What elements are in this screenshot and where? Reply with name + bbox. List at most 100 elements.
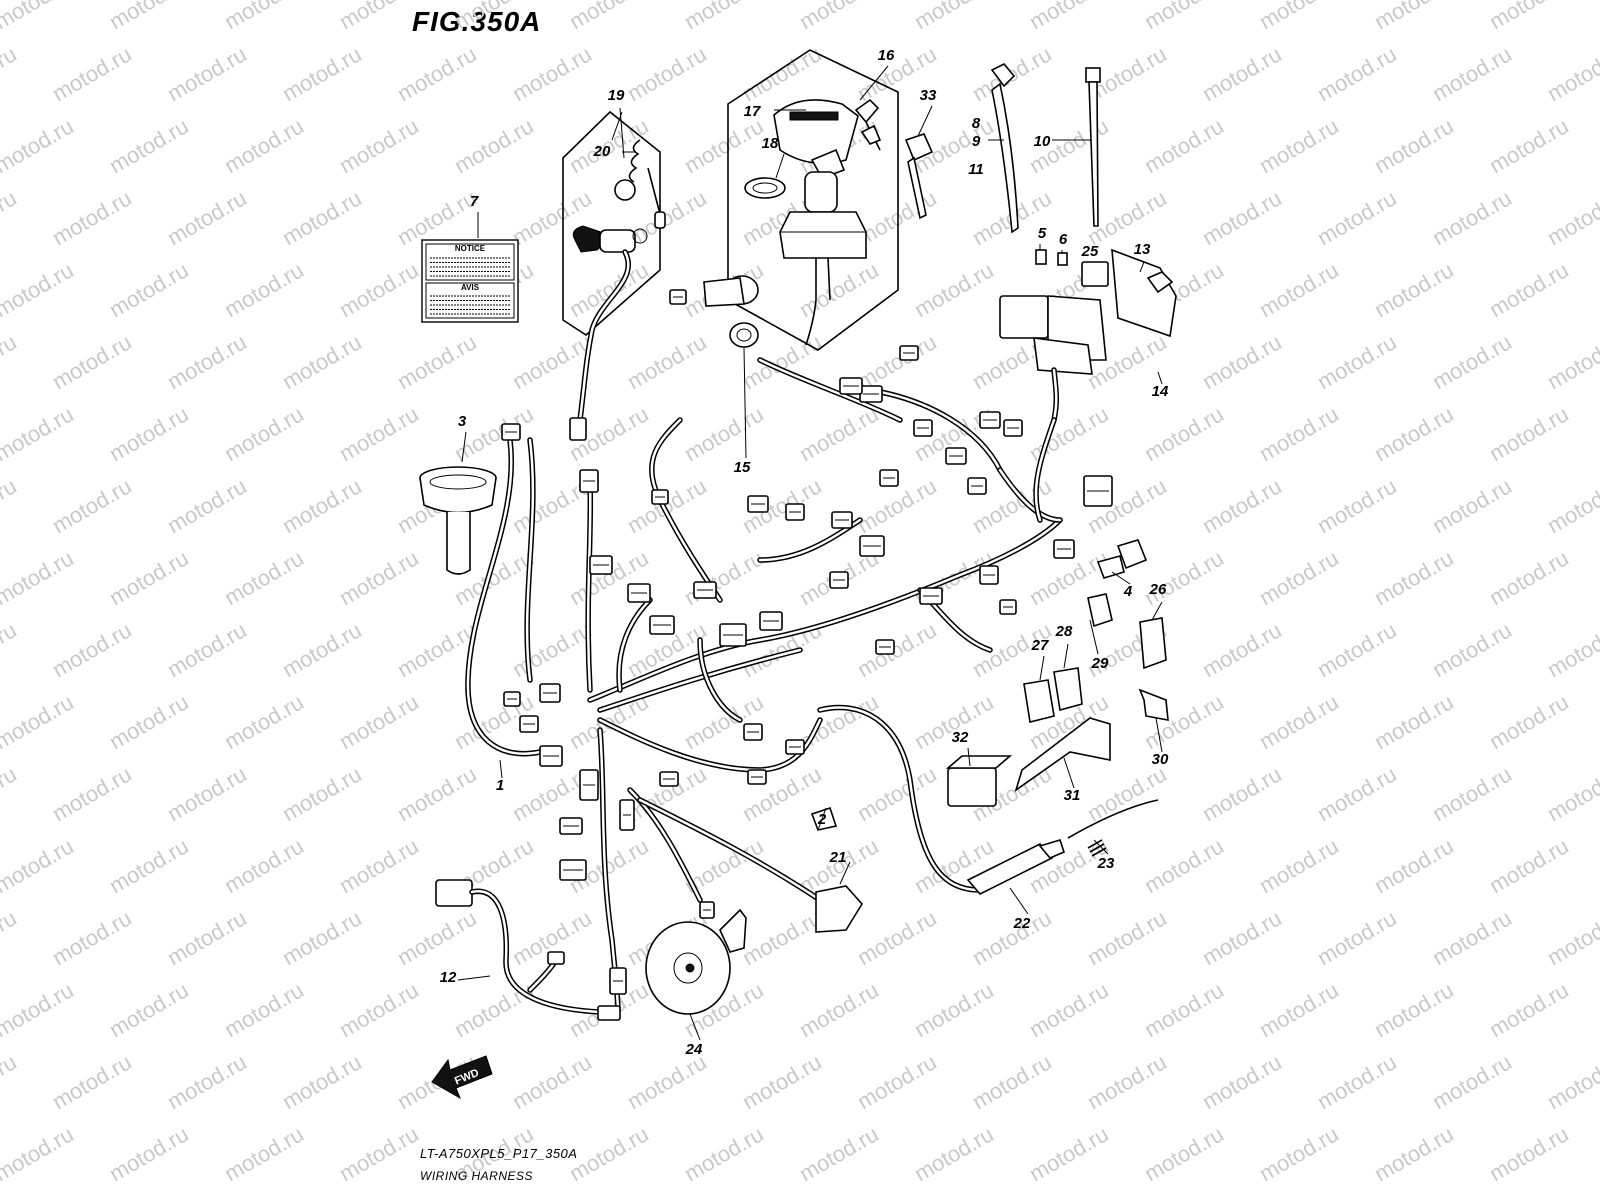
- part-number-13: 13: [1134, 241, 1151, 258]
- watermark-text: motod.ru: [1428, 1049, 1516, 1114]
- sensor-parts: [645, 799, 1159, 1015]
- watermark-text: motod.ru: [623, 473, 711, 538]
- watermark-text: motod.ru: [1485, 1121, 1573, 1186]
- watermark-text: motod.ru: [853, 1049, 941, 1114]
- grommet-part: [419, 466, 497, 575]
- watermark-text: motod.ru: [105, 113, 193, 178]
- watermark-text: motod.ru: [1370, 977, 1458, 1042]
- watermark-text: motod.ru: [1198, 329, 1286, 394]
- part-number-22: 22: [1013, 915, 1031, 932]
- watermark-text: motod.ru: [1370, 257, 1458, 322]
- part-number-7: 7: [470, 193, 479, 210]
- watermark-text: motod.ru: [278, 185, 366, 250]
- part-number-10: 10: [1034, 133, 1051, 150]
- watermark-text: motod.ru: [105, 977, 193, 1042]
- watermark-text: motod.ru: [278, 1049, 366, 1114]
- watermark-text: motod.ru: [795, 257, 883, 322]
- watermark-text: motod.ru: [1370, 401, 1458, 466]
- notice-label-bottom: AVIS: [461, 283, 480, 292]
- watermark-text: motod.ru: [335, 257, 423, 322]
- watermark-text: motod.ru: [393, 41, 481, 106]
- watermark-text: motod.ru: [968, 905, 1056, 970]
- watermark-text: motod.ru: [393, 761, 481, 826]
- watermark-text: motod.ru: [565, 0, 653, 34]
- key-part: [904, 133, 934, 220]
- part-number-14: 14: [1152, 383, 1169, 400]
- watermark-text: motod.ru: [335, 401, 423, 466]
- watermark-text: motod.ru: [48, 617, 136, 682]
- watermark-text: motod.ru: [1083, 1049, 1171, 1114]
- watermark-text: motod.ru: [1313, 41, 1401, 106]
- harness-connectors: [501, 289, 1113, 995]
- part-number-26: 26: [1149, 581, 1167, 598]
- part-number-19: 19: [608, 87, 625, 104]
- watermark-text: motod.ru: [1198, 905, 1286, 970]
- watermark-text: motod.ru: [0, 1049, 21, 1114]
- watermark-text: motod.ru: [48, 41, 136, 106]
- watermark-text: motod.ru: [1543, 41, 1600, 106]
- watermark-text: motod.ru: [1140, 0, 1228, 34]
- watermark-text: motod.ru: [853, 761, 941, 826]
- watermark-text: motod.ru: [738, 1049, 826, 1114]
- watermark-text: motod.ru: [0, 113, 78, 178]
- watermark-text: motod.ru: [910, 977, 998, 1042]
- watermark-text: motod.ru: [1543, 329, 1600, 394]
- watermark-text: motod.ru: [220, 401, 308, 466]
- watermark-text: motod.ru: [1543, 905, 1600, 970]
- watermark-text: motod.ru: [623, 41, 711, 106]
- watermark-text: motod.ru: [220, 113, 308, 178]
- watermark-text: motod.ru: [910, 0, 998, 34]
- watermark-text: motod.ru: [220, 257, 308, 322]
- watermark-text: motod.ru: [1485, 401, 1573, 466]
- watermark-text: motod.ru: [1543, 761, 1600, 826]
- ignition-switch-part: [744, 98, 882, 346]
- watermark-text: motod.ru: [163, 617, 251, 682]
- watermark-text: motod.ru: [1198, 617, 1286, 682]
- watermark-text: motod.ru: [508, 617, 596, 682]
- watermark-text: motod.ru: [853, 329, 941, 394]
- watermark-text: motod.ru: [0, 833, 78, 898]
- watermark-text: motod.ru: [278, 617, 366, 682]
- watermark-text: motod.ru: [1543, 473, 1600, 538]
- part-number-28: 28: [1055, 623, 1073, 640]
- watermark-text: motod.ru: [278, 329, 366, 394]
- watermark-text: motod.ru: [1255, 689, 1343, 754]
- watermark-text: motod.ru: [335, 689, 423, 754]
- watermark-text: motod.ru: [1198, 41, 1286, 106]
- watermark-text: motod.ru: [1025, 0, 1113, 34]
- engine-stop-switch-part: [569, 139, 666, 441]
- watermark-text: motod.ru: [278, 473, 366, 538]
- power-socket-part: [703, 275, 759, 348]
- watermark-text: motod.ru: [1255, 833, 1343, 898]
- watermark-text: motod.ru: [1255, 0, 1343, 34]
- watermark-text: motod.ru: [1428, 185, 1516, 250]
- watermark-text: motod.ru: [335, 0, 423, 34]
- figure-title: FIG.350A: [412, 6, 542, 37]
- watermark-text: motod.ru: [278, 761, 366, 826]
- watermark-text: motod.ru: [48, 185, 136, 250]
- part-number-23: 23: [1097, 855, 1115, 872]
- watermark-text: motod.ru: [335, 545, 423, 610]
- watermark-text: motod.ru: [163, 41, 251, 106]
- watermark-text: motod.ru: [0, 689, 78, 754]
- watermark-text: motod.ru: [680, 113, 768, 178]
- watermark-text: motod.ru: [278, 905, 366, 970]
- watermark-text: motod.ru: [1485, 113, 1573, 178]
- part-number-18: 18: [762, 135, 779, 152]
- watermark-text: motod.ru: [1543, 617, 1600, 682]
- watermark-text: motod.ru: [1370, 0, 1458, 34]
- part-number-27: 27: [1031, 637, 1049, 654]
- sub-harness-part: [435, 879, 621, 1021]
- part-number-29: 29: [1091, 655, 1109, 672]
- watermark-text: motod.ru: [278, 41, 366, 106]
- watermark-text: motod.ru: [450, 977, 538, 1042]
- watermark-text: motod.ru: [1255, 977, 1343, 1042]
- watermark-text: motod.ru: [105, 545, 193, 610]
- watermark-text: motod.ru: [0, 257, 78, 322]
- watermark-text: motod.ru: [1428, 761, 1516, 826]
- watermark-text: motod.ru: [220, 689, 308, 754]
- part-number-6: 6: [1059, 231, 1068, 248]
- watermark-text: motod.ru: [0, 185, 21, 250]
